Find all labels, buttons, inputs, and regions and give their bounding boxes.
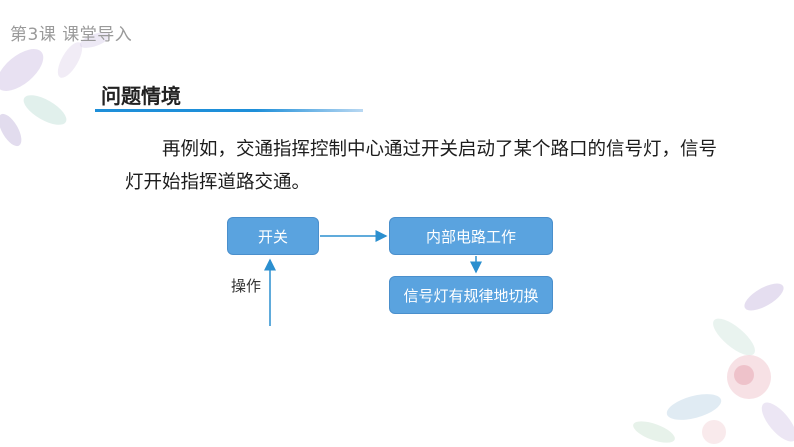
- operation-label: 操作: [231, 275, 261, 296]
- section-title-underline: [95, 109, 363, 112]
- section-title: 问题情境: [101, 80, 181, 109]
- internal-circuit-box: 内部电路工作: [389, 217, 553, 255]
- signal-light-box: 信号灯有规律地切换: [389, 276, 553, 314]
- floral-decoration-bottom-right: [594, 257, 794, 447]
- switch-box: 开关: [227, 217, 319, 255]
- lesson-header: 第3课 课堂导入: [10, 20, 132, 45]
- scenario-paragraph: 再例如，交通指挥控制中心通过开关启动了某个路口的信号灯，信号灯开始指挥道路交通。: [125, 133, 725, 199]
